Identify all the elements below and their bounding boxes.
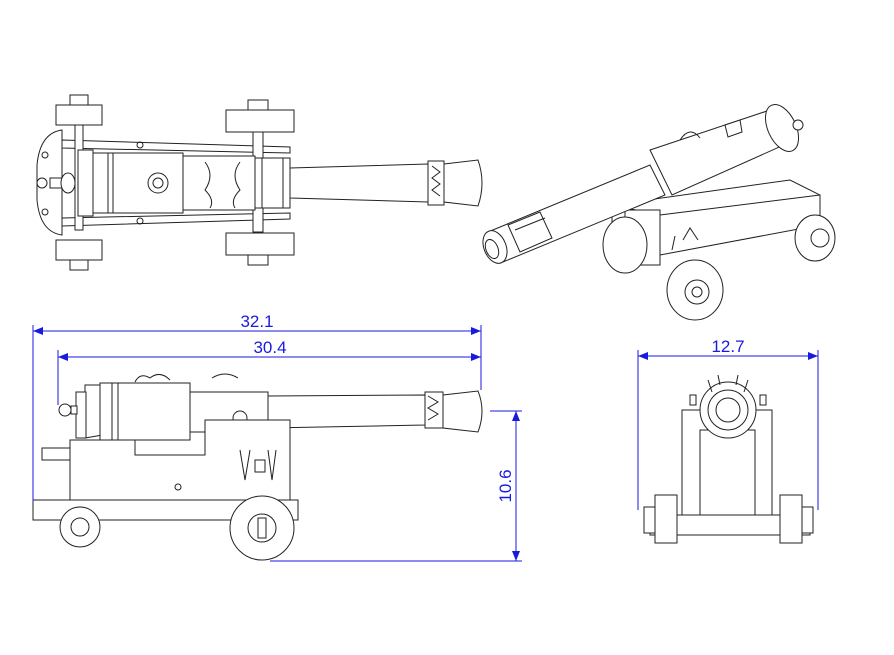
dimension-barrel-length: 30.4 xyxy=(57,338,481,405)
overall-length-label: 32.1 xyxy=(240,312,273,331)
front-view xyxy=(643,374,814,544)
width-label: 12.7 xyxy=(711,337,744,356)
top-view xyxy=(36,94,483,271)
dimension-width: 12.7 xyxy=(637,337,819,510)
height-label: 10.6 xyxy=(496,469,515,502)
dimension-overall-length: 32.1 xyxy=(32,312,482,502)
isometric-view xyxy=(482,104,836,321)
side-view xyxy=(32,373,483,561)
barrel-length-label: 30.4 xyxy=(253,338,286,357)
dimension-height: 10.6 xyxy=(270,410,522,562)
